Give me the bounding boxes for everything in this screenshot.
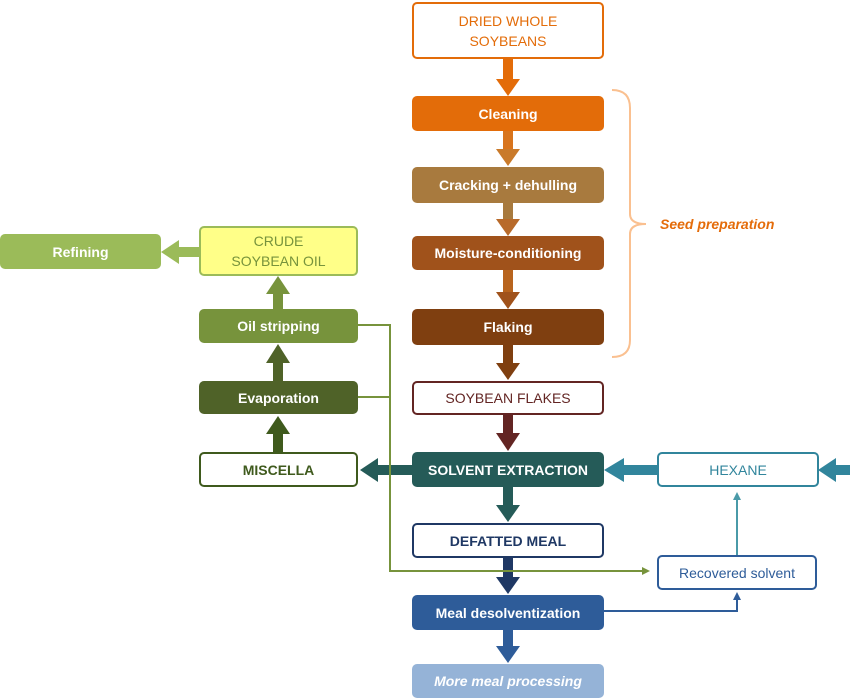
arrow-desolventization-to-more-processing: [496, 630, 520, 663]
arrow-miscella-to-evaporation: [266, 416, 290, 454]
node-soybean-flakes: SOYBEAN FLAKES: [412, 381, 604, 415]
arrow-extraction-to-miscella: [360, 458, 412, 482]
seed-preparation-bracket: [611, 89, 647, 358]
arrow-cracking-to-moisture: [496, 203, 520, 236]
arrow-hexane-to-extraction: [604, 458, 657, 482]
arrow-evaporation-to-stripping: [266, 344, 290, 381]
arrow-moisture-to-flaking: [496, 270, 520, 309]
arrow-stripping-to-crude-oil: [266, 276, 290, 310]
node-oil-stripping: Oil stripping: [199, 309, 358, 343]
arrow-cleaning-to-cracking: [496, 131, 520, 166]
node-defatted-meal: DEFATTED MEAL: [412, 523, 604, 558]
node-flaking: Flaking: [412, 309, 604, 345]
line-desolventization-to-recovered: [604, 592, 741, 612]
node-miscella: MISCELLA: [199, 452, 358, 487]
arrow-crude-oil-to-refining: [161, 240, 199, 264]
arrow-flaking-to-flakes: [496, 345, 520, 380]
node-hexane: HEXANE: [657, 452, 819, 487]
node-solvent-extraction: SOLVENT EXTRACTION: [412, 452, 604, 487]
node-cracking-dehulling: Cracking + dehulling: [412, 167, 604, 203]
node-refining: Refining: [0, 234, 161, 269]
arrow-defatted-to-desolventization: [496, 558, 520, 594]
node-cleaning: Cleaning: [412, 96, 604, 131]
line-stripping-solvent-recovery: [358, 324, 650, 575]
node-meal-desolventization: Meal desolventization: [412, 595, 604, 630]
node-more-meal-processing: More meal processing: [412, 664, 604, 698]
arrow-flakes-to-extraction: [496, 415, 520, 451]
arrow-soybeans-to-cleaning: [496, 59, 520, 96]
seed-preparation-label: Seed preparation: [660, 216, 775, 232]
node-dried-whole-soybeans: DRIED WHOLE SOYBEANS: [412, 2, 604, 59]
arrow-extraction-to-defatted: [496, 487, 520, 522]
node-evaporation: Evaporation: [199, 381, 358, 414]
node-recovered-solvent: Recovered solvent: [657, 555, 817, 590]
arrow-incoming-to-hexane: [818, 458, 850, 482]
node-crude-soybean-oil: CRUDE SOYBEAN OIL: [199, 226, 358, 276]
node-moisture-conditioning: Moisture-conditioning: [412, 236, 604, 270]
